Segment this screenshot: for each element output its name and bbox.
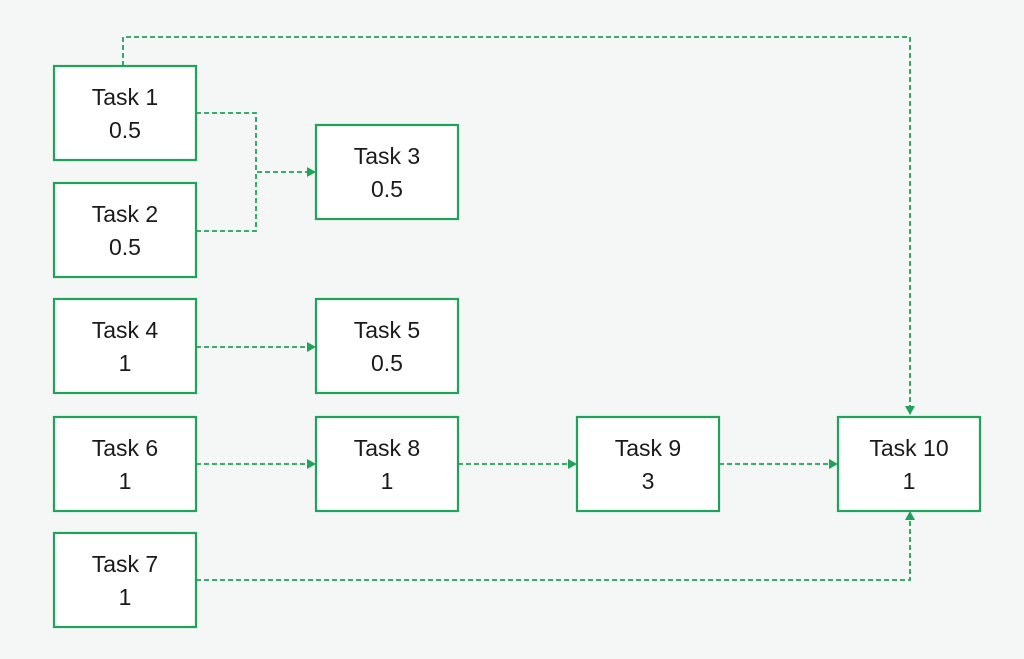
- task-box-5: Task 5 0.5: [314, 297, 460, 395]
- task-duration: 1: [119, 468, 132, 494]
- task-duration: 0.5: [371, 350, 403, 376]
- connectors: [122, 36, 915, 581]
- task-box-7: Task 7 1: [52, 531, 198, 629]
- arrowhead-icon: [905, 406, 915, 415]
- task-name: Task 1: [92, 84, 158, 110]
- task-name: Task 6: [92, 435, 158, 461]
- arrowhead-icon: [829, 459, 838, 469]
- connector-task2-task3: [196, 171, 307, 232]
- task-duration: 1: [381, 468, 394, 494]
- task-name: Task 7: [92, 551, 158, 577]
- connector-task1-task3: [196, 112, 257, 172]
- task-name: Task 8: [354, 435, 420, 461]
- task-box-3: Task 3 0.5: [314, 123, 460, 221]
- task-duration: 0.5: [109, 234, 141, 260]
- task-name: Task 2: [92, 201, 158, 227]
- connector-task1-task10: [122, 36, 911, 406]
- connector-task7-task10: [196, 520, 911, 581]
- task-duration: 0.5: [109, 117, 141, 143]
- arrowhead-icon: [307, 167, 316, 177]
- task-duration: 3: [642, 468, 655, 494]
- task-name: Task 9: [615, 435, 681, 461]
- task-duration: 1: [119, 584, 132, 610]
- task-duration: 1: [903, 468, 916, 494]
- task-box-2: Task 2 0.5: [52, 181, 198, 279]
- task-name: Task 3: [354, 143, 420, 169]
- task-box-8: Task 8 1: [314, 415, 460, 513]
- arrowhead-icon: [307, 342, 316, 352]
- task-box-1: Task 1 0.5: [52, 64, 198, 162]
- arrowhead-icon: [905, 511, 915, 520]
- task-box-9: Task 9 3: [575, 415, 721, 513]
- task-name: Task 4: [92, 317, 159, 343]
- task-name: Task 10: [869, 435, 948, 461]
- arrowhead-icon: [307, 459, 316, 469]
- task-name: Task 5: [354, 317, 420, 343]
- arrowhead-icon: [568, 459, 577, 469]
- task-box-10: Task 10 1: [836, 415, 982, 513]
- task-duration: 0.5: [371, 176, 403, 202]
- task-box-4: Task 4 1: [52, 297, 198, 395]
- task-duration: 1: [119, 350, 132, 376]
- task-box-6: Task 6 1: [52, 415, 198, 513]
